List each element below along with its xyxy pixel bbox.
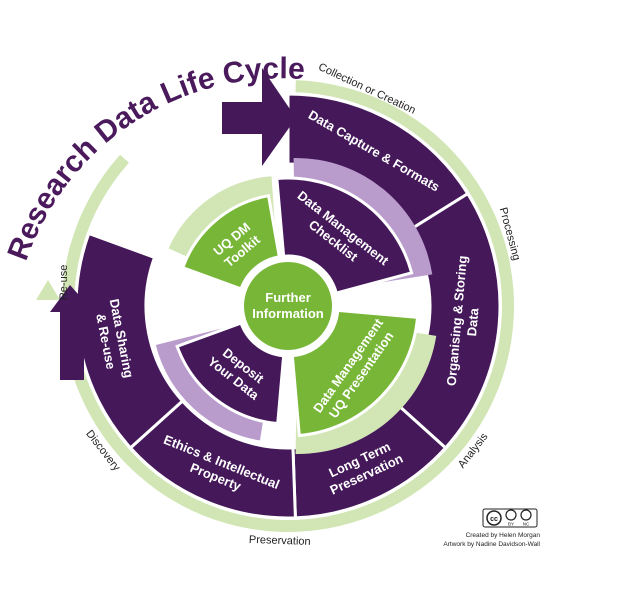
- outer-process-ring: [36, 80, 515, 533]
- by-label: BY: [508, 522, 514, 527]
- hub-label-line2: Information: [252, 306, 324, 321]
- data-lifecycle-ring: [74, 92, 502, 520]
- further-information-hub[interactable]: [240, 258, 336, 354]
- nc-icon: [520, 509, 532, 521]
- cycle-arrow-left: [50, 285, 94, 380]
- inner-wedge-data-management-uq-presentation[interactable]: [290, 308, 420, 438]
- cycle-arrow-top: [222, 68, 296, 166]
- inner-wedge-data-management-checklist[interactable]: [275, 176, 414, 295]
- credit-artwork-by: Artwork by Nadine Davidson-Wall: [443, 541, 540, 548]
- hub-label-line1: Further: [265, 290, 311, 305]
- nc-label: NC: [523, 522, 530, 527]
- inner-wedge-uq-dm-toolkit[interactable]: [180, 193, 282, 291]
- ring-segment-data-sharing-reuse[interactable]: [74, 231, 185, 450]
- outer-label-re-use: Re-use: [58, 265, 70, 300]
- cc-icon-text: cc: [490, 516, 498, 523]
- by-icon: [505, 509, 517, 521]
- creative-commons-badge: cc BY NC: [482, 508, 538, 528]
- outer-label-preservation: Preservation: [249, 534, 311, 548]
- cc-icon: [486, 510, 502, 526]
- outer-ring-arrow: [36, 280, 60, 300]
- credit-created-by: Created by Helen Morgan: [466, 532, 541, 539]
- inner-wedge-deposit-your-data[interactable]: [175, 321, 286, 426]
- ring-label-line2: Data: [464, 307, 481, 337]
